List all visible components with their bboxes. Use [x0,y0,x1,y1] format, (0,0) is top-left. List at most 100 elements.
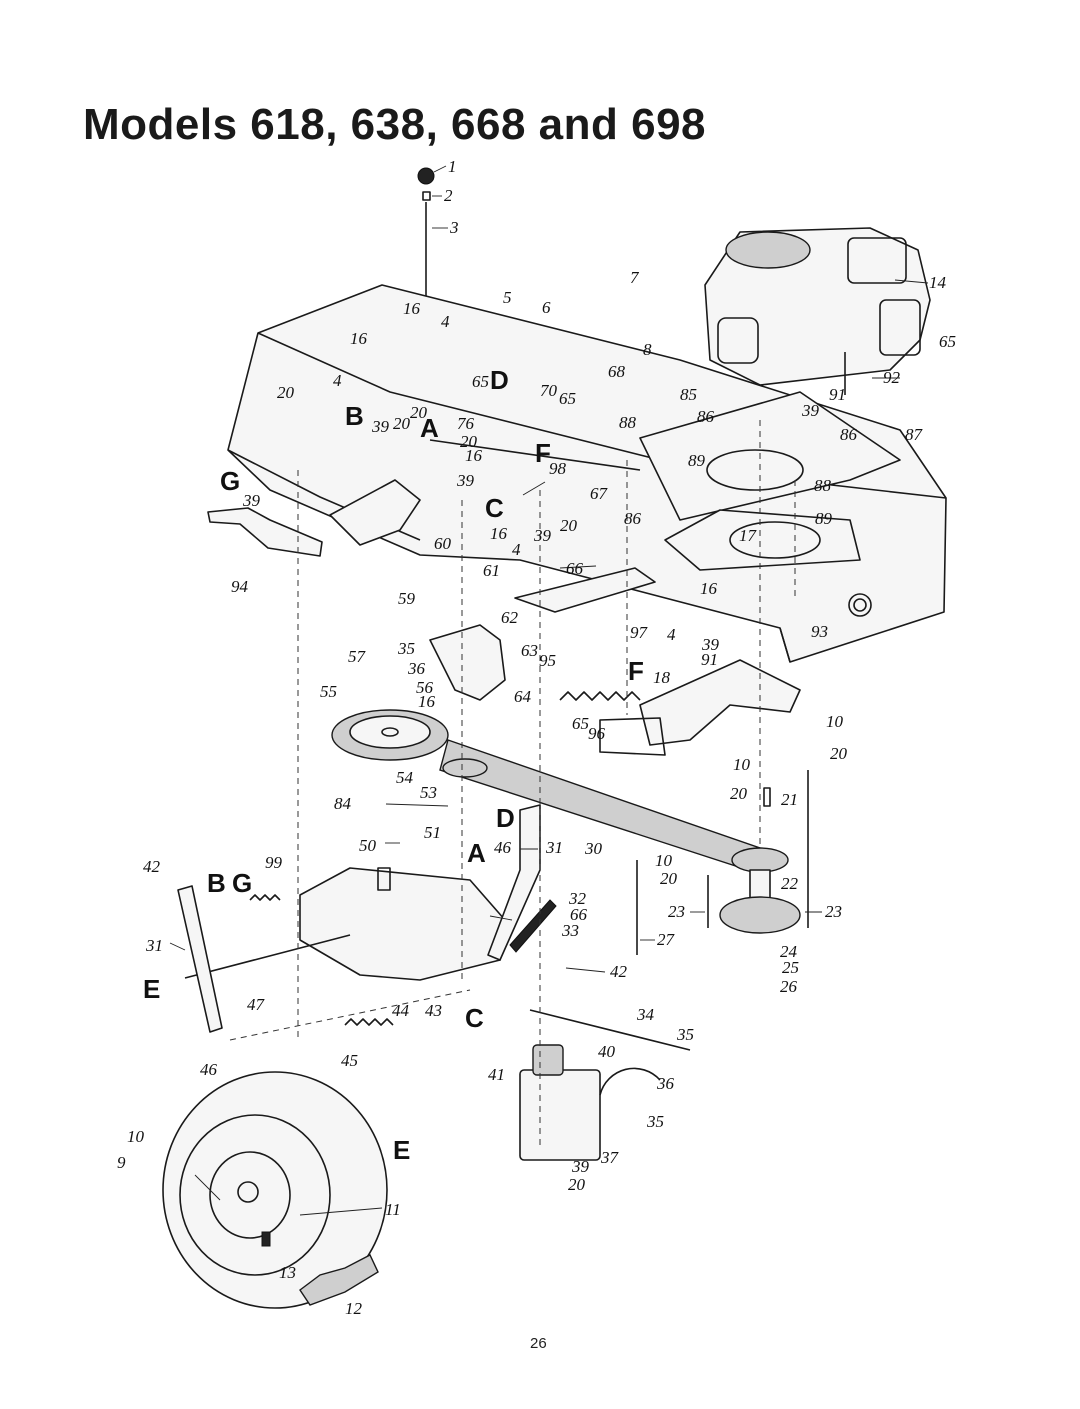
transmission-case [299,867,506,981]
knob-nut [422,191,431,201]
callout-16: 16 [700,579,718,598]
callout-37: 37 [600,1148,620,1167]
callout-66: 66 [566,559,584,578]
callout-99: 99 [265,853,283,872]
callout-16: 16 [418,692,436,711]
plate-opening-lower [729,521,821,559]
callout-86: 86 [624,509,642,528]
callout-9: 9 [117,1153,126,1172]
engine-mount-plate [639,391,901,571]
callout-40: 40 [598,1042,616,1061]
input-shaft [377,867,391,891]
callout-91: 91 [701,650,718,669]
callout-67: 67 [590,484,609,503]
callout-10: 10 [733,755,751,774]
side-bracket [207,507,323,557]
callout-60: 60 [434,534,452,553]
brake-band [599,1067,661,1096]
callout-4: 4 [512,540,521,559]
callout-4: 4 [441,312,450,331]
callout-10: 10 [655,851,673,870]
leader [169,942,186,951]
ref-letter-e: E [393,1135,410,1165]
callout-44: 44 [392,1001,410,1020]
callout-39: 39 [533,526,552,545]
callout-25: 25 [782,958,799,977]
callout-62: 62 [501,608,519,627]
pulley-55-inner [349,715,431,749]
callout-labels: 1 2 3 4 4 4 4 5 6 7 8 9 10 10 10 10 11 1… [117,157,956,1318]
callout-31: 31 [145,936,163,955]
callout-95: 95 [539,651,556,670]
callout-36: 36 [656,1074,675,1093]
callout-50: 50 [359,836,377,855]
spring-99 [249,894,281,901]
callout-8: 8 [643,340,652,359]
callout-39: 39 [242,491,261,510]
page-title: Models 618, 638, 668 and 698 [83,100,707,149]
callout-46: 46 [200,1060,218,1079]
spring-45 [344,1018,394,1026]
callout-39: 39 [571,1157,590,1176]
callout-31: 31 [545,838,563,857]
ref-letter-b: B [207,868,226,898]
ref-letter-g: G [232,868,252,898]
callout-42: 42 [143,857,161,876]
callout-2: 2 [444,186,453,205]
callout-16: 16 [490,524,508,543]
brake-rod-34 [529,1009,691,1051]
leader [194,1174,221,1201]
ref-letter-d: D [496,803,515,833]
callout-6: 6 [542,298,551,317]
callout-1: 1 [448,157,457,176]
callout-20: 20 [730,784,748,803]
callout-55: 55 [320,682,337,701]
rear-axle [184,934,351,979]
ref-letter-a: A [420,413,439,443]
callout-5: 5 [503,288,512,307]
engine-plate [639,391,901,521]
callout-14: 14 [929,273,947,292]
callout-16: 16 [465,446,483,465]
callout-65: 65 [572,714,589,733]
callout-39: 39 [801,401,820,420]
shift-lever-31 [177,885,223,1033]
engine-side-cover [879,299,921,356]
callout-20: 20 [393,414,411,433]
pulley-22-bottom [719,896,801,934]
callout-84: 84 [334,794,352,813]
callout-46: 46 [494,838,512,857]
key-21 [763,787,771,807]
footrest [329,479,656,613]
air-cleaner-cover [847,237,907,284]
leader-lines [169,165,929,1216]
wheel-hub [237,1181,259,1203]
callout-20: 20 [410,403,428,422]
callout-3: 3 [449,218,459,237]
callout-4: 4 [667,625,676,644]
rim [179,1114,331,1276]
valve-stem [261,1231,271,1247]
belt-small-pulley [442,758,488,778]
shift-knob [417,167,435,185]
ref-letter-g: G [220,466,240,496]
callout-7: 7 [630,268,640,287]
plate-lower [664,509,861,571]
tire-tread [299,1254,379,1306]
brake-pedal-pad [532,1044,564,1076]
reference-letters: A A B B C C D D E E F F G G [143,365,644,1165]
idler-pulley [331,709,449,761]
callout-10: 10 [826,712,844,731]
idler-bracket [599,717,666,756]
shift-lever-assembly [417,167,435,305]
clutch-bracket [429,624,506,701]
spring-97 [559,691,641,701]
plate-opening-upper [706,449,804,491]
callout-22: 22 [781,874,799,893]
callout-51: 51 [424,823,441,842]
engine [704,227,931,395]
callout-35: 35 [646,1112,664,1131]
callout-17: 17 [739,526,758,545]
drive-belt [439,739,772,871]
